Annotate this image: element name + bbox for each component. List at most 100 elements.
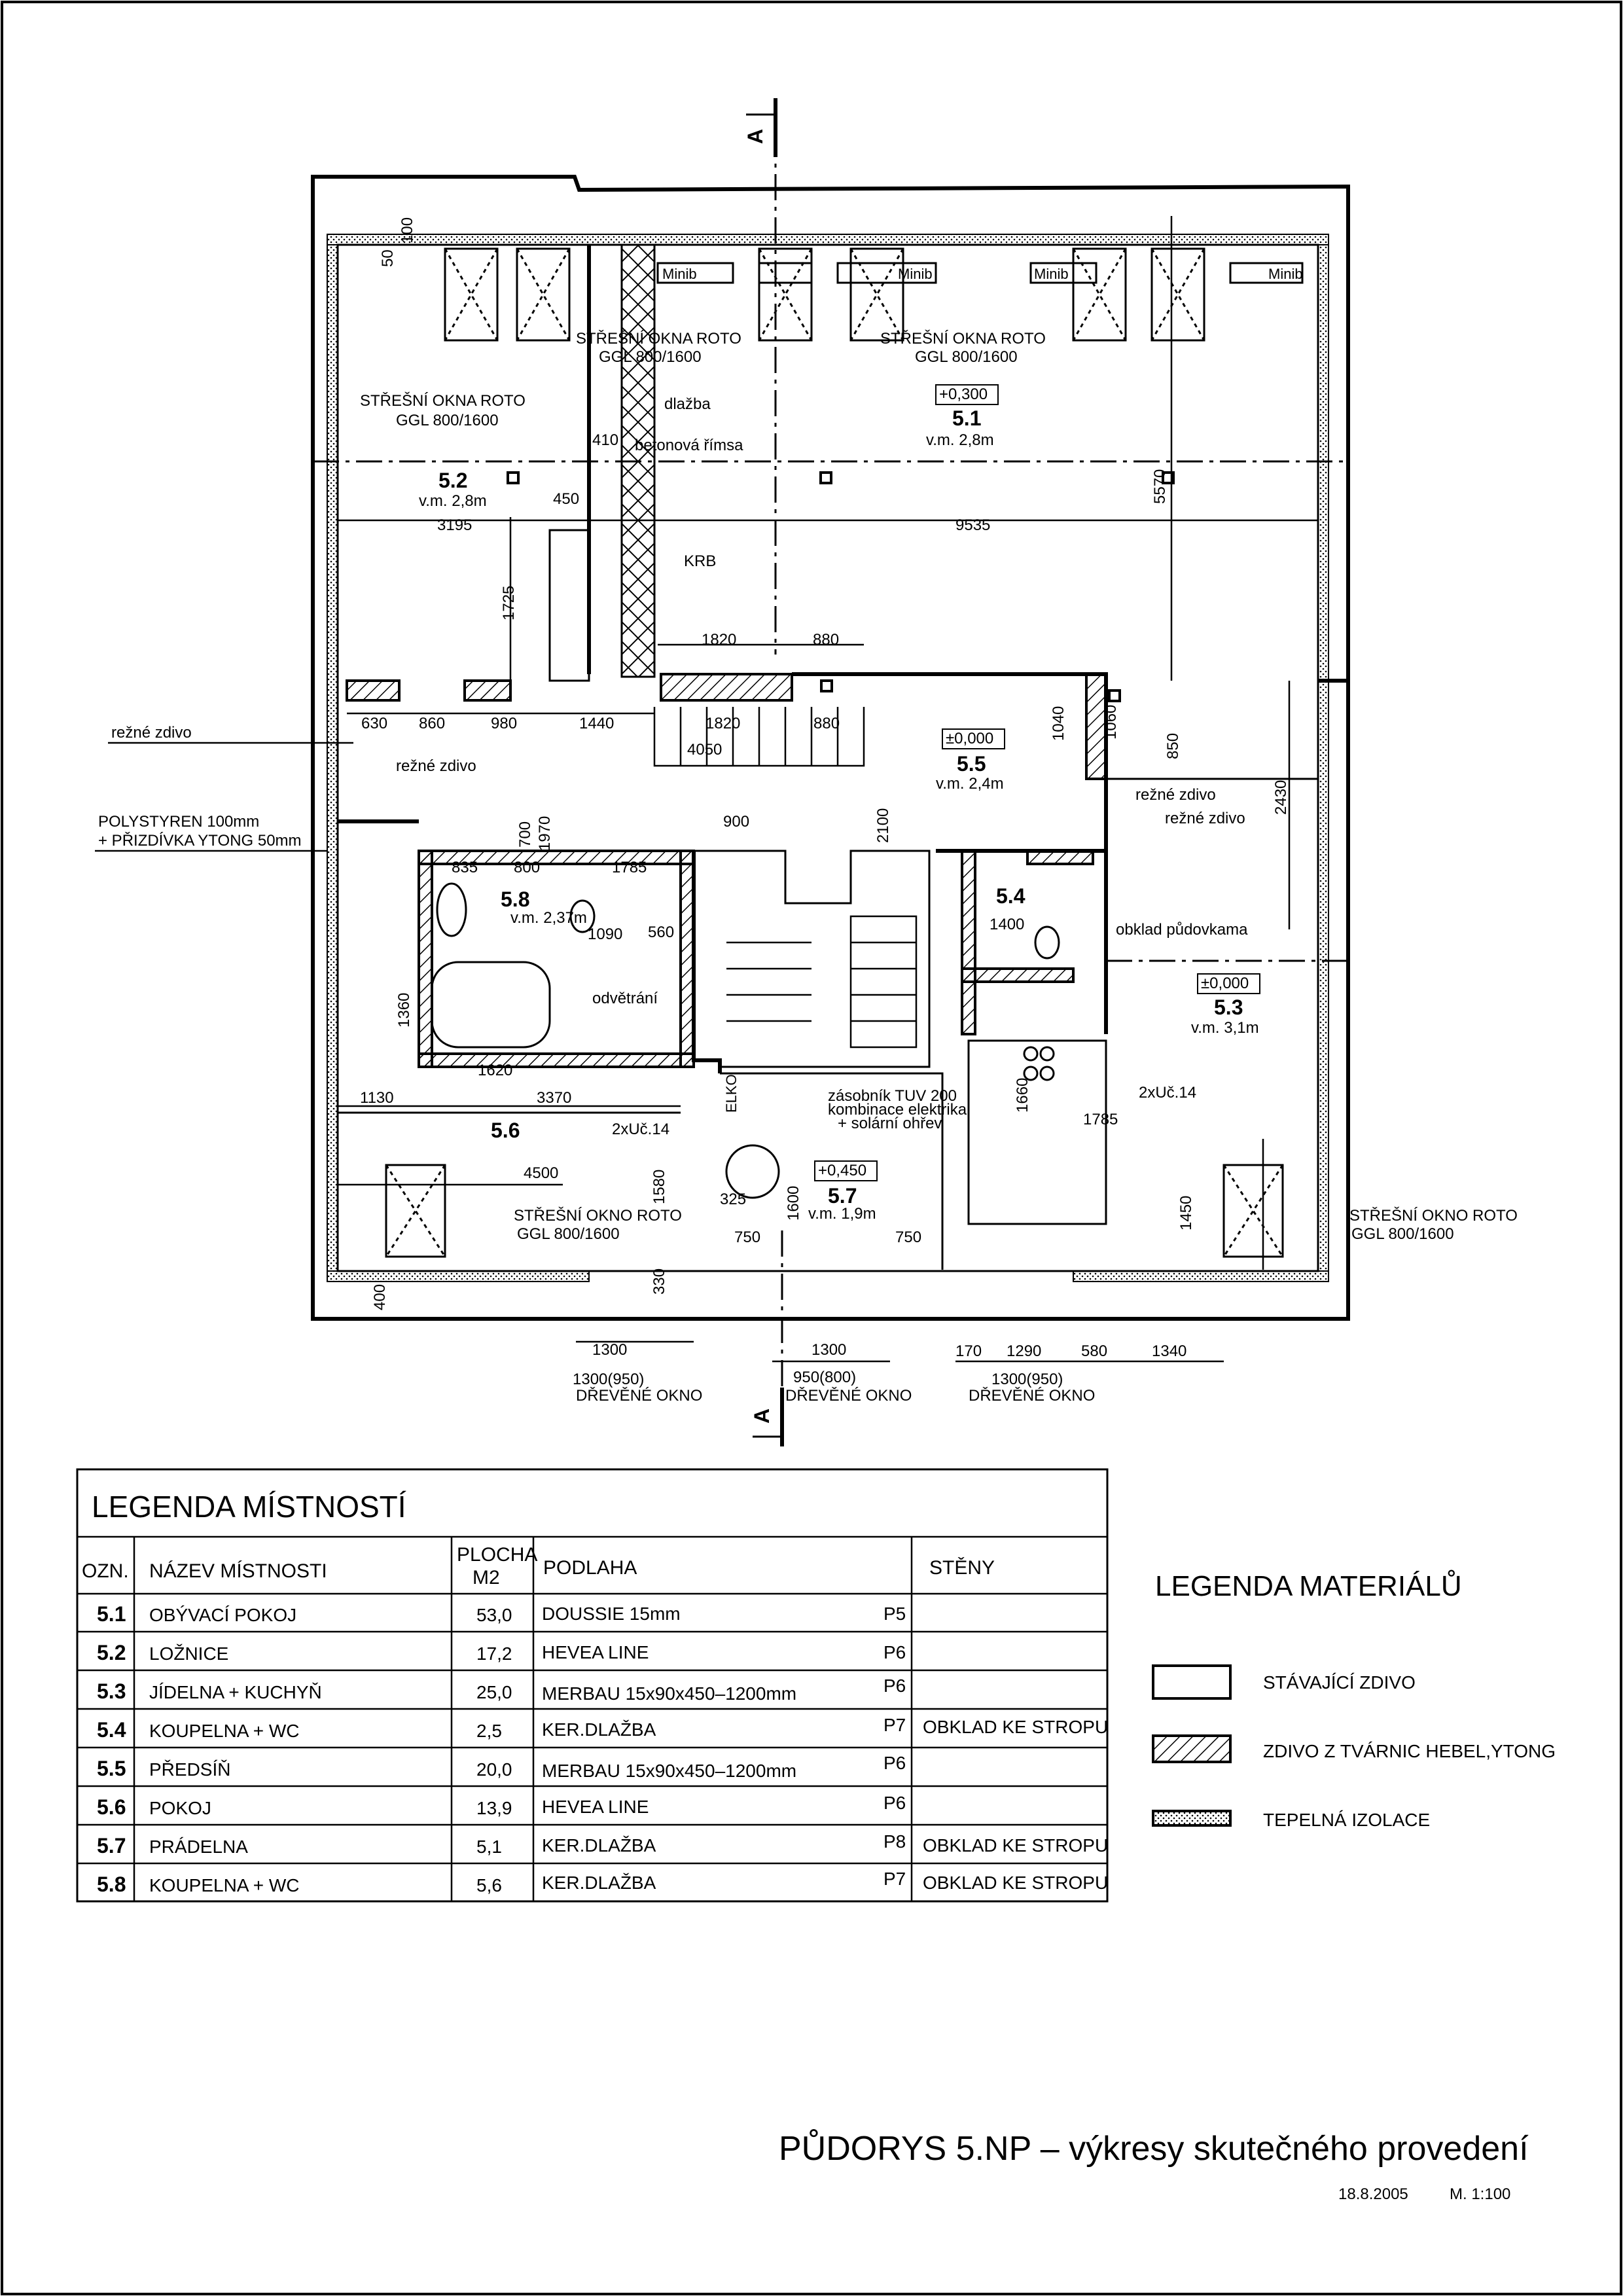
svg-text:5.1: 5.1 xyxy=(97,1602,126,1626)
dim-860: 860 xyxy=(419,715,445,732)
hatched-wall-11 xyxy=(961,967,1075,983)
dim-170: 170 xyxy=(955,1342,982,1360)
svg-text:5.3: 5.3 xyxy=(97,1679,126,1703)
svg-text:25,0: 25,0 xyxy=(476,1682,512,1702)
svg-text:5.6: 5.6 xyxy=(97,1795,126,1819)
bathtub xyxy=(431,961,551,1049)
wc-5.8 xyxy=(569,899,596,933)
note-fireplace: KRB xyxy=(684,552,716,570)
svg-text:POKOJ: POKOJ xyxy=(149,1798,211,1818)
inner-outline xyxy=(336,243,1319,1272)
dim-410: 410 xyxy=(592,431,618,449)
note-exposed-masonry-hall: režné zdivo xyxy=(396,757,476,775)
note-tiles: dlažba xyxy=(664,395,711,413)
insulation-bottom-left xyxy=(327,1270,590,1282)
svg-text:PŘEDSÍŇ: PŘEDSÍŇ xyxy=(149,1759,230,1780)
room-5.3-height: v.m. 3,1m xyxy=(1191,1019,1259,1037)
svg-text:P7: P7 xyxy=(883,1715,906,1735)
table-row: 5.8 KOUPELNA + WC 5,6 KER.DLAŽBA P7 OBKL… xyxy=(97,1869,1108,1896)
svg-text:P6: P6 xyxy=(883,1753,906,1773)
svg-text:P7: P7 xyxy=(883,1869,906,1889)
table-row: 5.7 PRÁDELNA 5,1 KER.DLAŽBA P8 OBKLAD KE… xyxy=(97,1831,1108,1857)
dimension-lines xyxy=(338,216,1318,1363)
svg-text:P6: P6 xyxy=(883,1793,906,1813)
table-row: 5.2 LOŽNICE 17,2 HEVEA LINE P6 xyxy=(97,1641,906,1664)
dim-750-a: 750 xyxy=(734,1229,760,1246)
header-room-name: NÁZEV MÍSTNOSTI xyxy=(149,1560,327,1582)
svg-text:5.7: 5.7 xyxy=(97,1834,126,1857)
wc-5.4 xyxy=(1034,925,1060,960)
note-wood-window-1: DŘEVĚNÉ OKNO xyxy=(576,1387,702,1405)
dim-1785-kitchen: 1785 xyxy=(1083,1111,1118,1128)
dim-880-top: 880 xyxy=(813,631,839,649)
header-area-unit: M2 xyxy=(473,1567,500,1588)
room-5.5-level: ±0,000 xyxy=(946,730,993,747)
material-thermal-insulation: TEPELNÁ IZOLACE xyxy=(1263,1810,1430,1830)
krb-box xyxy=(548,529,590,682)
floor-plan: A A +0,300 5.1 v.m. 2,8m 5.2 v.m. xyxy=(95,98,1518,1446)
svg-text:5,6: 5,6 xyxy=(476,1875,502,1895)
dim-1060: 1060 xyxy=(1102,705,1120,740)
svg-text:MERBAU 15x90x450–1200mm: MERBAU 15x90x450–1200mm xyxy=(542,1761,796,1781)
room-5.4-id: 5.4 xyxy=(996,884,1026,908)
svg-text:KOUPELNA + WC: KOUPELNA + WC xyxy=(149,1721,300,1741)
table-row: 5.6 POKOJ 13,9 HEVEA LINE P6 xyxy=(97,1793,906,1819)
note-exposed-masonry-right-a: režné zdivo xyxy=(1135,786,1216,804)
room-legend-table: LEGENDA MÍSTNOSTÍ OZN. NÁZEV MÍSTNOSTI P… xyxy=(76,1468,1109,1903)
note-wood-window-3: DŘEVĚNÉ OKNO xyxy=(969,1387,1095,1405)
svg-text:P6: P6 xyxy=(883,1676,906,1696)
svg-text:20,0: 20,0 xyxy=(476,1759,512,1780)
svg-text:2,5: 2,5 xyxy=(476,1721,502,1741)
room-5.5-height: v.m. 2,4m xyxy=(936,775,1004,793)
table-row: 5.1 OBÝVACÍ POKOJ 53,0 DOUSSIE 15mm P5 xyxy=(97,1602,906,1626)
note-elko: ELKO xyxy=(723,1074,740,1113)
hall-wall-2 xyxy=(692,851,722,1073)
svg-text:DOUSSIE 15mm: DOUSSIE 15mm xyxy=(542,1604,681,1624)
svg-text:P8: P8 xyxy=(883,1831,906,1852)
dim-560: 560 xyxy=(648,924,674,941)
svg-text:HEVEA LINE: HEVEA LINE xyxy=(542,1642,649,1662)
note-roof-window-type-b: GGL 800/1600 xyxy=(915,348,1018,366)
note-cladding: obklad půdovkama xyxy=(1116,921,1248,939)
dim-1290: 1290 xyxy=(1007,1342,1041,1360)
table-row: 5.4 KOUPELNA + WC 2,5 KER.DLAŽBA P7 OBKL… xyxy=(97,1715,1108,1742)
dim-1820: 1820 xyxy=(705,715,740,732)
note-roof-window-type-5.2: GGL 800/1600 xyxy=(396,412,499,429)
room-5.1-id: 5.1 xyxy=(952,406,981,430)
dim-1725: 1725 xyxy=(500,586,518,620)
svg-text:P5: P5 xyxy=(883,1604,906,1624)
svg-text:KOUPELNA + WC: KOUPELNA + WC xyxy=(149,1875,300,1895)
svg-text:53,0: 53,0 xyxy=(476,1605,512,1625)
note-roof-window-5.3: STŘEŠNÍ OKNO ROTO xyxy=(1349,1206,1518,1225)
note-minib-1: Minib xyxy=(662,266,697,282)
dim-2100: 2100 xyxy=(874,808,892,843)
outer-outline xyxy=(311,175,1350,1321)
dim-1820-top: 1820 xyxy=(702,631,736,649)
room-5.2-id: 5.2 xyxy=(438,469,467,492)
drawing-title: PŮDORYS 5.NP – výkresy skutečného proved… xyxy=(779,2129,1529,2168)
svg-text:5,1: 5,1 xyxy=(476,1837,502,1857)
dim-1300-a: 1300 xyxy=(592,1341,627,1359)
svg-text:KER.DLAŽBA: KER.DLAŽBA xyxy=(542,1835,656,1856)
insulation-left xyxy=(327,244,338,1272)
hatched-wall-1 xyxy=(346,679,401,702)
note-roof-window-type-5.3: GGL 800/1600 xyxy=(1351,1225,1454,1243)
svg-text:OBÝVACÍ POKOJ: OBÝVACÍ POKOJ xyxy=(149,1605,296,1625)
dim-400: 400 xyxy=(371,1284,389,1310)
dim-3195: 3195 xyxy=(437,516,472,534)
note-minib-3: Minib xyxy=(1034,266,1069,282)
dim-50: 50 xyxy=(379,249,397,267)
note-insulation-1: POLYSTYREN 100mm xyxy=(98,813,259,831)
svg-text:5.4: 5.4 xyxy=(97,1718,126,1742)
kitchen-unit xyxy=(967,1039,1107,1225)
dim-900: 900 xyxy=(723,813,749,831)
svg-text:5.2: 5.2 xyxy=(97,1641,126,1664)
dim-850: 850 xyxy=(1164,733,1182,759)
dim-4050: 4050 xyxy=(687,741,722,759)
dim-1785: 1785 xyxy=(612,859,647,876)
dim-1300-950-a: 1300(950) xyxy=(573,1371,644,1388)
hatched-wall-9 xyxy=(961,850,976,1035)
radiators xyxy=(656,262,1304,284)
svg-text:MERBAU 15x90x450–1200mm: MERBAU 15x90x450–1200mm xyxy=(542,1683,796,1704)
dim-1130: 1130 xyxy=(360,1089,394,1107)
